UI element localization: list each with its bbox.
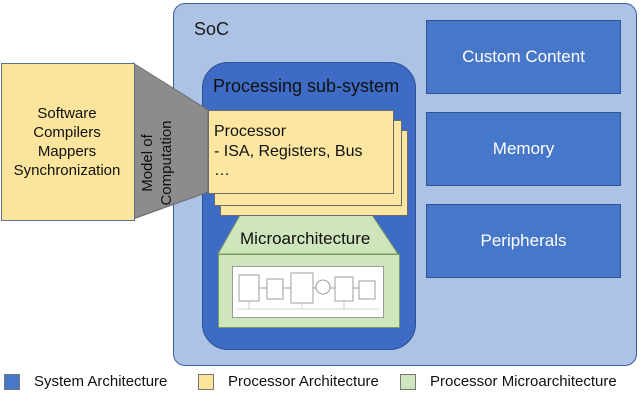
software-line-synchronization: Synchronization <box>13 162 121 179</box>
soc-label: SoC <box>194 19 230 39</box>
processor-detail-ellipsis: … <box>214 162 230 179</box>
legend-swatch-processor <box>198 373 214 390</box>
legend-label-system: System Architecture <box>34 373 168 390</box>
custom-content-label: Custom Content <box>462 47 585 66</box>
custom-content-block: Custom Content <box>426 20 621 94</box>
software-line-compilers: Compilers <box>33 124 101 141</box>
schematic-drawing <box>237 272 379 310</box>
peripherals-block: Peripherals <box>426 204 621 278</box>
memory-block: Memory <box>426 112 621 186</box>
microarchitecture-schematic-image <box>232 266 384 318</box>
software-line-software: Software <box>37 105 97 122</box>
moc-line-2: Computation <box>158 120 175 206</box>
legend-label-processor: Processor Architecture <box>228 373 379 390</box>
microarchitecture-label: Microarchitecture <box>240 229 371 248</box>
moc-line-1: Model of <box>139 134 156 192</box>
peripherals-label: Peripherals <box>480 231 567 250</box>
legend-swatch-system <box>4 373 20 390</box>
processor-detail-isa: - ISA, Registers, Bus <box>214 143 363 160</box>
software-block <box>1 63 135 221</box>
legend-processor-architecture: Processor Architecture <box>198 373 379 390</box>
legend-swatch-micro <box>400 373 416 390</box>
legend-label-micro: Processor Microarchitecture <box>430 373 617 390</box>
software-line-mappers: Mappers <box>37 143 97 160</box>
software-block-text: Software Compilers Mappers Synchronizati… <box>1 104 133 180</box>
legend-processor-microarchitecture: Processor Microarchitecture <box>400 373 617 390</box>
model-of-computation-label: Model of Computation <box>138 115 182 211</box>
legend-system-architecture: System Architecture <box>4 373 167 390</box>
processor-title: Processor <box>214 123 287 140</box>
memory-label: Memory <box>492 139 555 158</box>
processing-subsystem-label: Processing sub-system <box>213 76 400 96</box>
processor-card <box>208 110 394 194</box>
